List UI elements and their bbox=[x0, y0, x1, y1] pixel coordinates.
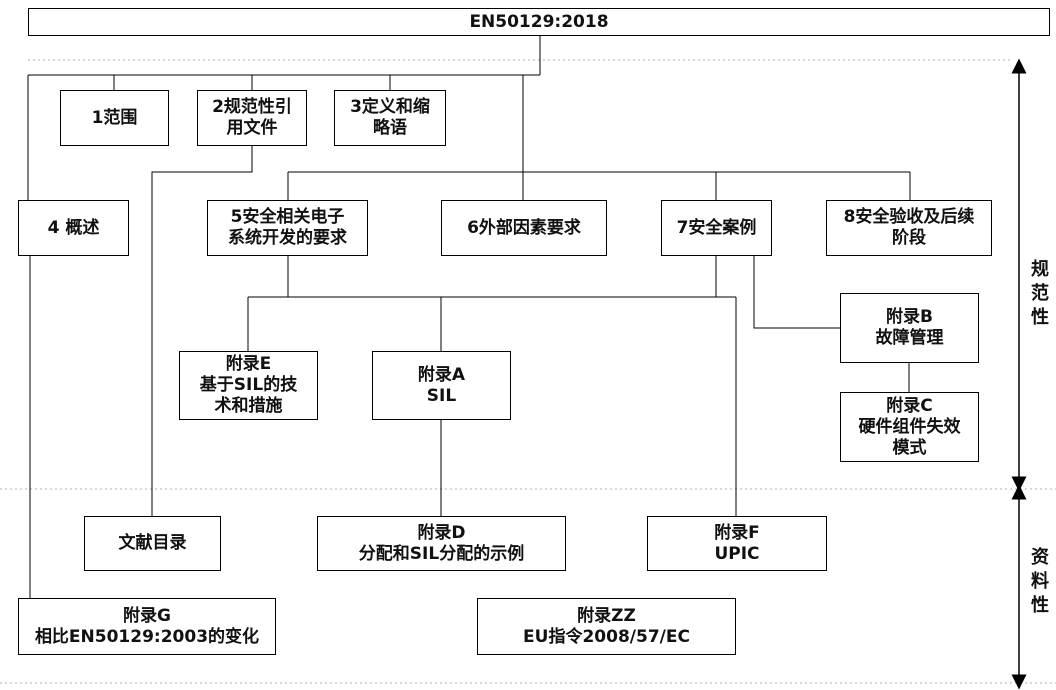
node-line: 故障管理 bbox=[875, 328, 944, 348]
node-line: 附录F bbox=[714, 522, 760, 543]
side-label-char: 性 bbox=[1031, 595, 1049, 616]
node-line: 8安全验收及后续 bbox=[843, 207, 975, 227]
node-line: 6外部因素要求 bbox=[467, 217, 581, 238]
node-line: EU指令2008/57/EC bbox=[523, 626, 690, 647]
node-overview: 4 概述 bbox=[18, 200, 129, 256]
node-line: 附录G bbox=[123, 605, 171, 626]
connector-bibliography bbox=[151, 145, 253, 516]
node-bibliography: 文献目录 bbox=[84, 516, 221, 571]
node-line: 略语 bbox=[373, 118, 407, 138]
node-line: 附录E bbox=[225, 354, 272, 374]
node-line: 附录D bbox=[417, 522, 466, 543]
node-line: 基于SIL的技 bbox=[199, 375, 298, 395]
node-line: SIL bbox=[426, 385, 457, 406]
node-safety-case: 7安全案例 bbox=[661, 200, 772, 256]
node-line: 术和措施 bbox=[214, 396, 283, 416]
node-line: 附录B bbox=[886, 307, 933, 327]
side-label-char: 料 bbox=[1031, 571, 1049, 592]
side-label-char: 规 bbox=[1031, 259, 1049, 280]
informative-label: 资料性 bbox=[1028, 546, 1052, 618]
node-line: 附录ZZ bbox=[577, 605, 636, 626]
node-line: 1范围 bbox=[91, 107, 138, 128]
title-text: EN50129:2018 bbox=[469, 11, 609, 32]
side-label-char: 性 bbox=[1031, 307, 1049, 328]
title-box: EN50129:2018 bbox=[28, 8, 1050, 36]
node-line: 附录A bbox=[417, 364, 466, 385]
node-requirements: 5安全相关电子系统开发的要求 bbox=[207, 200, 368, 256]
node-line: 文献目录 bbox=[118, 533, 187, 553]
node-external: 6外部因素要求 bbox=[441, 200, 607, 256]
normative-label: 规范性 bbox=[1028, 258, 1052, 330]
node-scope: 1范围 bbox=[60, 90, 169, 146]
node-normative-refs: 2规范性引用文件 bbox=[197, 90, 307, 146]
node-line: 5安全相关电子 bbox=[230, 207, 345, 227]
node-line: 阶段 bbox=[892, 228, 926, 248]
node-line: 分配和SIL分配的示例 bbox=[358, 543, 525, 564]
side-label-char: 资 bbox=[1031, 547, 1049, 568]
node-line: 模式 bbox=[892, 437, 927, 458]
node-line: 4 概述 bbox=[47, 217, 100, 238]
node-line: 附录C bbox=[886, 395, 933, 416]
node-acceptance: 8安全验收及后续阶段 bbox=[826, 200, 992, 256]
connector-annex-b bbox=[753, 255, 840, 329]
node-line: 7安全案例 bbox=[676, 217, 757, 238]
node-definitions: 3定义和缩略语 bbox=[334, 90, 446, 146]
node-line: 3定义和缩 bbox=[350, 97, 430, 117]
node-line: 硬件组件失效 bbox=[858, 416, 961, 437]
node-line: 2规范性引 bbox=[212, 97, 292, 117]
node-line: 用文件 bbox=[226, 118, 278, 138]
node-line: 系统开发的要求 bbox=[228, 228, 347, 248]
node-line: 相比EN50129:2003的变化 bbox=[34, 626, 260, 647]
node-line: UPIC bbox=[714, 543, 760, 564]
side-label-char: 范 bbox=[1031, 283, 1049, 304]
